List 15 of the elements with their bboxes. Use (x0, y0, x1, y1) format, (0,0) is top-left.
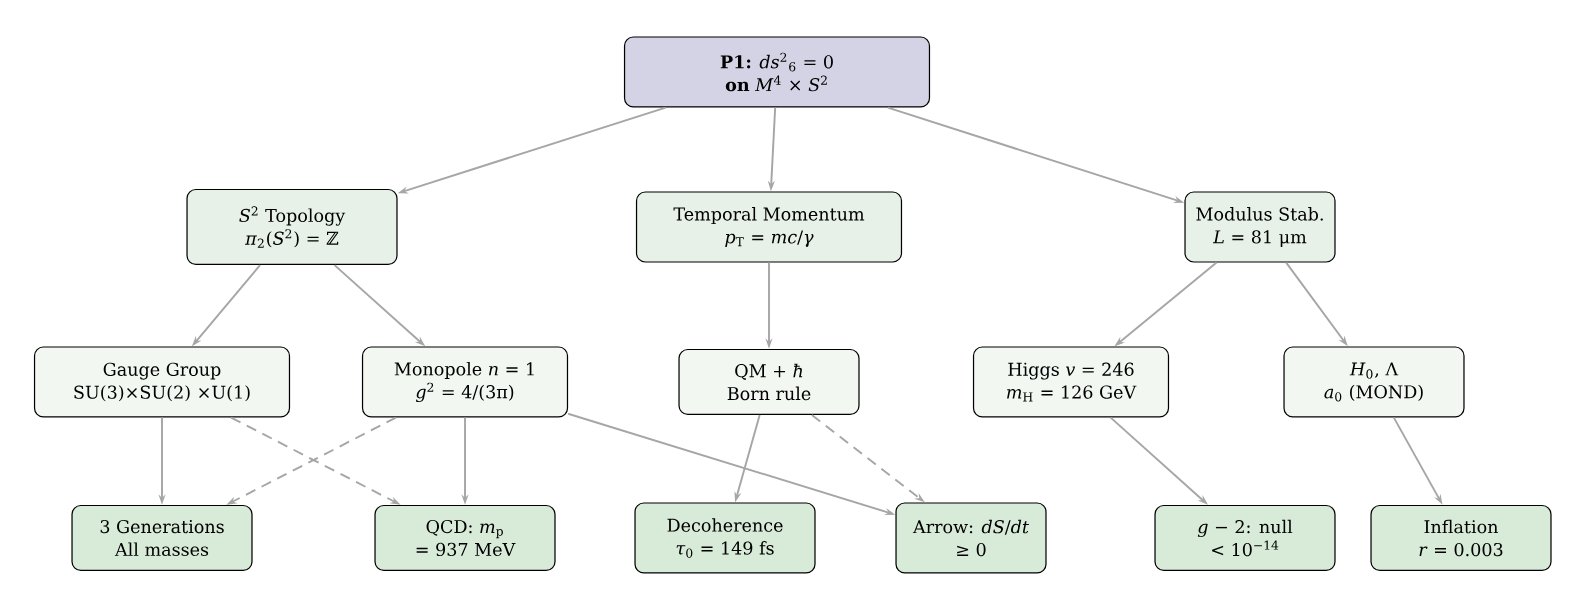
concept-box: Higgs v = 246 m$_{H}$ = 126 GeV (972, 346, 1170, 418)
result-box: Inflation r = 0.003 (1370, 504, 1552, 572)
concept-box: Gauge Group SU(3)×SU(2) ×U(1) (33, 346, 291, 418)
root-box: P1: ds$^{2}$$_{6}$ = 0 on M$^{4}$ × S$^{2}$ (623, 36, 931, 108)
concept-box: H$_{0}$, Λ a$_{0}$ (MOND) (1283, 346, 1465, 418)
concept-box: Monopole n = 1 g$^{2}$ = 4/(3π) (361, 346, 569, 418)
result-box: Decoherence τ$_{0}$ = 149 fs (634, 502, 816, 574)
result-box: g − 2: null < 10$^{−14}$ (1154, 504, 1336, 572)
result-box: QCD: m$_{p}$ = 937 MeV (374, 504, 556, 572)
topic-box: S$^{2}$ Topology π$_{2}$(S$^{2}$) = ℤ (186, 188, 398, 266)
topic-box: Temporal Momentum p$_{T}$ = mc/γ (635, 191, 903, 263)
concept-box: QM + ħ Born rule (678, 348, 860, 416)
result-box: 3 Generations All masses (71, 504, 253, 572)
topic-box: Modulus Stab. L = 81 μm (1184, 191, 1336, 263)
result-box: Arrow: dS/dt ≥ 0 (895, 502, 1047, 574)
